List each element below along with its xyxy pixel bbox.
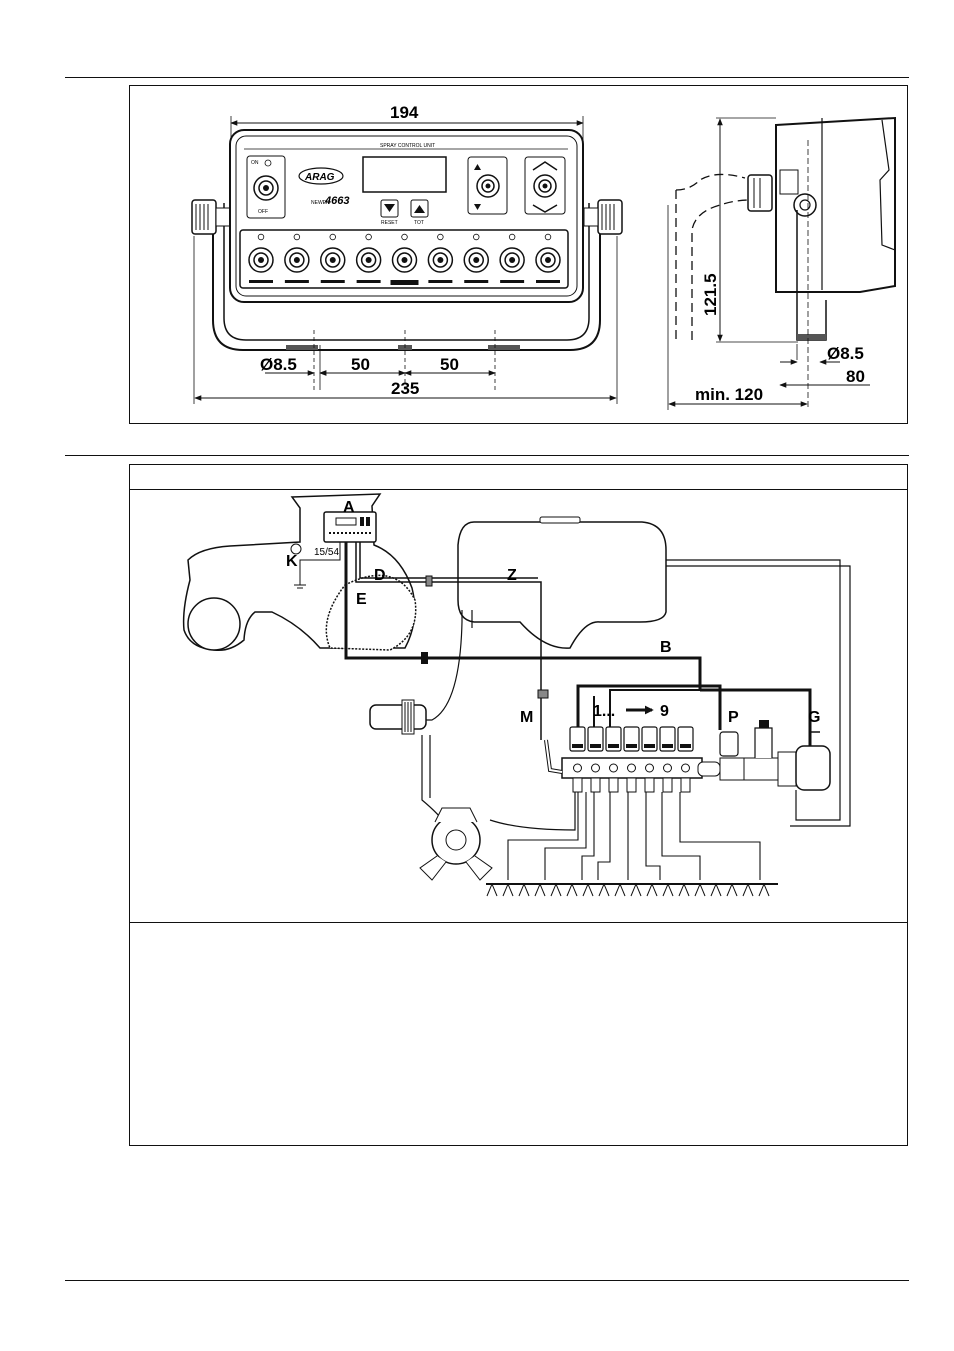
dimension-width-label: 194: [390, 103, 419, 122]
label-p: P: [728, 709, 739, 726]
dimension-width: 194: [230, 103, 584, 140]
spray-tank: [457, 516, 667, 649]
installation-header-band: [130, 489, 907, 490]
label-a: A: [343, 499, 355, 516]
section-valve: [569, 726, 586, 793]
middle-rule: [65, 455, 909, 456]
installation-diagram: A K 15/54 D E Z B M 1... 9 P G: [182, 493, 851, 897]
section-switch: [284, 233, 310, 283]
boom-nozzle: [694, 882, 706, 897]
tot-label: TOT: [414, 220, 424, 226]
section-switch: [463, 233, 489, 283]
control-unit-front: SPRAY CONTROL UNIT ON OFF ARAG NEWER 466…: [229, 129, 584, 303]
section-switch: [499, 233, 525, 283]
control-unit-a: [323, 511, 377, 543]
boom-nozzle: [662, 882, 674, 897]
boom-nozzle: [710, 882, 722, 897]
label-sections: 1...: [593, 703, 615, 720]
boom-nozzle: [518, 882, 530, 897]
spacing-2-label: 50: [440, 355, 459, 374]
arag-logo: ARAG: [298, 167, 344, 185]
spacing-1-label: 50: [351, 355, 370, 374]
dimension-bottom: Ø8.5 50 50 235: [193, 236, 618, 404]
boom-nozzle: [534, 882, 546, 897]
suction-filter: [369, 699, 427, 735]
unit-header-label: SPRAY CONTROL UNIT: [380, 143, 435, 149]
label-d: D: [374, 567, 386, 584]
section-switch: [427, 233, 454, 283]
dimension-side: 121.5 Ø8.5 80 min. 120: [667, 117, 870, 410]
boom-nozzle: [742, 882, 754, 897]
boom-nozzle: [614, 882, 626, 897]
boom-nozzle: [630, 882, 642, 897]
model-number-label: 4663: [324, 195, 349, 207]
boom-nozzle: [486, 882, 498, 897]
boom-nozzle: [582, 882, 594, 897]
label-sections-end: 9: [660, 703, 669, 720]
boom-nozzle: [502, 882, 514, 897]
section-valve: [587, 726, 604, 793]
label-k: K: [286, 553, 298, 570]
section-switches: [248, 233, 561, 285]
section-valve: [641, 726, 658, 793]
section-switch: [355, 233, 382, 283]
depth-label: 80: [846, 367, 865, 386]
control-unit-side: [675, 116, 896, 408]
hoses: [420, 610, 576, 831]
bottom-rule: [65, 1280, 909, 1281]
section-valve: [659, 726, 676, 793]
label-m: M: [520, 709, 533, 726]
boom-nozzle: [646, 882, 658, 897]
installation-figure-frame: [129, 464, 908, 1146]
dimension-drawing: 194 SPRAY CONTROL UNIT ON OFF: [191, 103, 896, 410]
switch-on-label: ON: [251, 160, 259, 166]
boom-nozzle: [678, 882, 690, 897]
height-side-label: 121.5: [701, 273, 720, 316]
section-switch: [248, 233, 274, 283]
boom-nozzles: [486, 882, 770, 897]
section-switch: [320, 233, 346, 283]
label-z: Z: [507, 567, 517, 584]
section-valves: [569, 726, 694, 793]
switch-off-label: OFF: [258, 209, 268, 215]
installation-legend-divider: [130, 922, 907, 923]
boom-nozzle: [726, 882, 738, 897]
boom-nozzle: [598, 882, 610, 897]
boom-nozzle: [758, 882, 770, 897]
diagram-labels: A K 15/54 D E Z B M 1... 9 P G: [286, 499, 820, 726]
label-g: G: [808, 709, 820, 726]
bracket-width-label: 235: [391, 379, 419, 398]
section-valve: [677, 726, 694, 793]
hole-left-label: Ø8.5: [260, 355, 297, 374]
pump: [419, 807, 493, 881]
min-clearance-label: min. 120: [695, 385, 763, 404]
section-switch: [535, 233, 561, 283]
wiring: [290, 542, 851, 827]
top-rule: [65, 77, 909, 78]
reset-label: RESET: [381, 220, 398, 226]
boom-nozzle: [550, 882, 562, 897]
dimensions-figure-frame: [129, 85, 908, 424]
section-valve: [605, 726, 622, 793]
hole-right-label: Ø8.5: [827, 344, 864, 363]
label-b: B: [660, 639, 672, 656]
label-k-note: 15/54: [314, 547, 339, 558]
section-hoses: [507, 792, 761, 880]
section-switch: [390, 233, 419, 285]
section-valve: [623, 726, 640, 793]
brand-label: ARAG: [304, 172, 335, 183]
valve-manifold: [544, 720, 831, 791]
model-prefix-label: NEWER: [311, 200, 330, 206]
boom-nozzle: [566, 882, 578, 897]
bracket-knob-right: [583, 199, 623, 235]
label-e: E: [356, 591, 367, 608]
bracket-knob-left: [191, 199, 231, 235]
